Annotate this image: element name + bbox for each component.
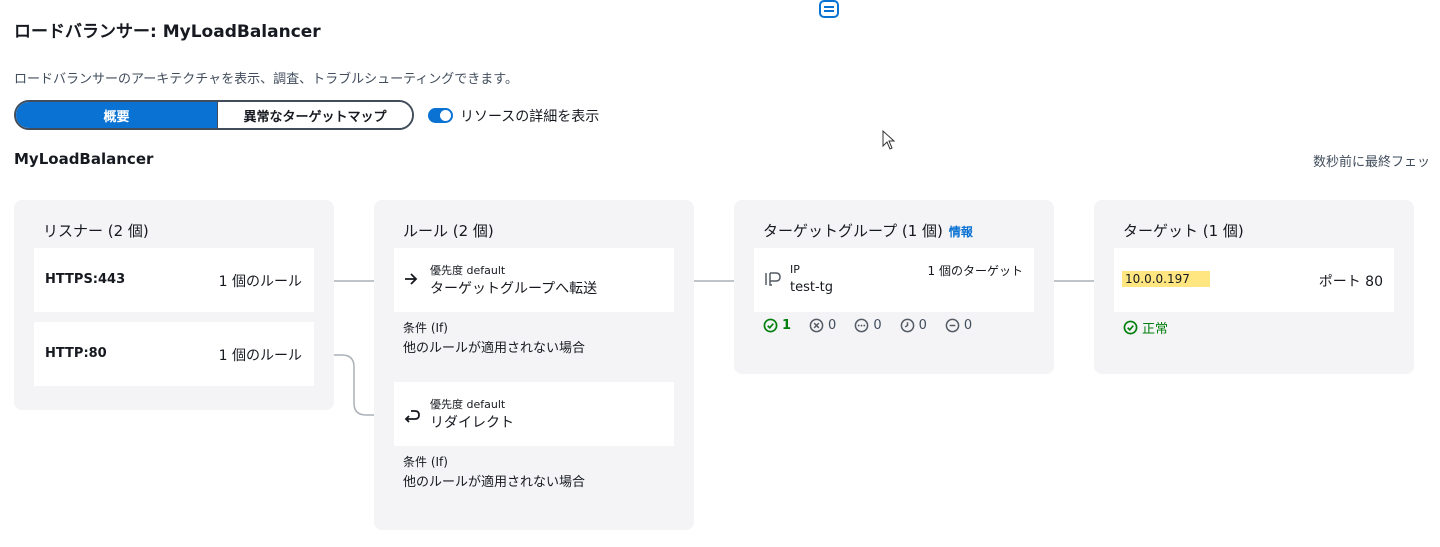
rule-action: リダイレクト [430, 415, 514, 431]
target-group-name: test-tg [790, 280, 834, 295]
target-groups-panel: ターゲットグループ (1 個) 情報 IP test-tg 1 個のターゲット 1… [734, 200, 1054, 374]
tab-anomaly-map[interactable]: 異常なターゲットマップ [217, 102, 412, 128]
rule-condition-text: 他のルールが適用されない場合 [403, 341, 586, 356]
status-draining: 0 [945, 318, 972, 333]
target-health-status: 正常 [1123, 318, 1168, 337]
status-unused-count: 0 [873, 318, 882, 333]
status-draining-count: 0 [963, 318, 973, 333]
toggle-knob [440, 110, 451, 121]
x-circle-icon [809, 318, 824, 333]
listener-card-http[interactable]: HTTP:80 1 個のルール [34, 322, 314, 386]
rule-condition-label: 条件 (If) [403, 321, 448, 335]
rule-condition-text: 他のルールが適用されない場合 [403, 475, 586, 490]
status-initial-count: 0 [918, 318, 927, 333]
check-circle-icon [763, 318, 778, 333]
rule-priority: 優先度 default [430, 264, 506, 277]
menu-icon[interactable] [819, 0, 839, 18]
page-title: ロードバランサー: MyLoadBalancer [14, 22, 321, 42]
listeners-title: リスナー (2 個) [43, 222, 149, 240]
target-ip: 10.0.0.197 [1122, 271, 1210, 287]
clock-icon [900, 318, 914, 333]
status-unused: 0 [854, 318, 882, 333]
status-unhealthy-count: 0 [828, 318, 837, 333]
target-group-type: IP [790, 263, 800, 276]
status-healthy: 1 [763, 318, 791, 333]
target-groups-title-text: ターゲットグループ (1 個) [763, 222, 943, 240]
target-card[interactable]: 10.0.0.197 ポート 80 [1114, 248, 1394, 312]
target-health-summary: 1 0 0 0 0 [763, 318, 972, 333]
ellipsis-circle-icon [854, 318, 869, 333]
listener-name: HTTP:80 [45, 346, 107, 361]
rule-condition-label: 条件 (If) [403, 455, 448, 469]
load-balancer-name: MyLoadBalancer [14, 150, 154, 168]
target-ip-highlight: 10.0.0.197 [1122, 271, 1210, 287]
redirect-icon [404, 410, 420, 423]
arrow-right-icon [405, 273, 418, 285]
target-port: ポート 80 [1318, 274, 1383, 290]
target-groups-title: ターゲットグループ (1 個) 情報 [763, 220, 973, 241]
target-health-label: 正常 [1142, 322, 1169, 337]
tab-overview[interactable]: 概要 [16, 102, 217, 128]
listeners-panel: リスナー (2 個) HTTPS:443 1 個のルール HTTP:80 1 個… [14, 200, 334, 410]
listener-name: HTTPS:443 [45, 272, 126, 287]
ip-icon [765, 272, 781, 286]
info-link[interactable]: 情報 [948, 225, 973, 239]
rule-action: ターゲットグループへ転送 [430, 281, 598, 297]
target-group-card[interactable]: IP test-tg 1 個のターゲット [754, 248, 1034, 312]
status-healthy-count: 1 [782, 318, 792, 333]
rule-priority: 優先度 default [430, 398, 506, 411]
page-description: ロードバランサーのアーキテクチャを表示、調査、トラブルシューティングできます。 [14, 72, 519, 87]
listener-rule-count: 1 個のルール [218, 348, 302, 364]
listener-rule-count: 1 個のルール [218, 274, 302, 290]
target-group-target-count: 1 個のターゲット [927, 264, 1023, 278]
rules-title: ルール (2 個) [403, 222, 494, 240]
view-segmented-control: 概要 異常なターゲットマップ [14, 100, 414, 130]
targets-panel: ターゲット (1 個) 10.0.0.197 ポート 80 正常 [1094, 200, 1414, 374]
resource-details-label: リソースの詳細を表示 [460, 109, 600, 125]
status-unhealthy: 0 [809, 318, 836, 333]
check-circle-icon [1123, 320, 1138, 335]
last-fetched-text: 数秒前に最終フェッ [1313, 155, 1431, 170]
rule-card-redirect[interactable]: 優先度 default リダイレクト [394, 382, 674, 446]
listener-card-https[interactable]: HTTPS:443 1 個のルール [34, 248, 314, 312]
status-initial: 0 [900, 318, 927, 333]
resource-details-toggle[interactable] [428, 108, 453, 123]
rule-card-forward[interactable]: 優先度 default ターゲットグループへ転送 [394, 248, 674, 312]
targets-title: ターゲット (1 個) [1123, 222, 1244, 240]
rules-panel: ルール (2 個) 優先度 default ターゲットグループへ転送 条件 (I… [374, 200, 694, 530]
mouse-cursor-icon [882, 130, 896, 150]
minus-circle-icon [945, 318, 960, 333]
